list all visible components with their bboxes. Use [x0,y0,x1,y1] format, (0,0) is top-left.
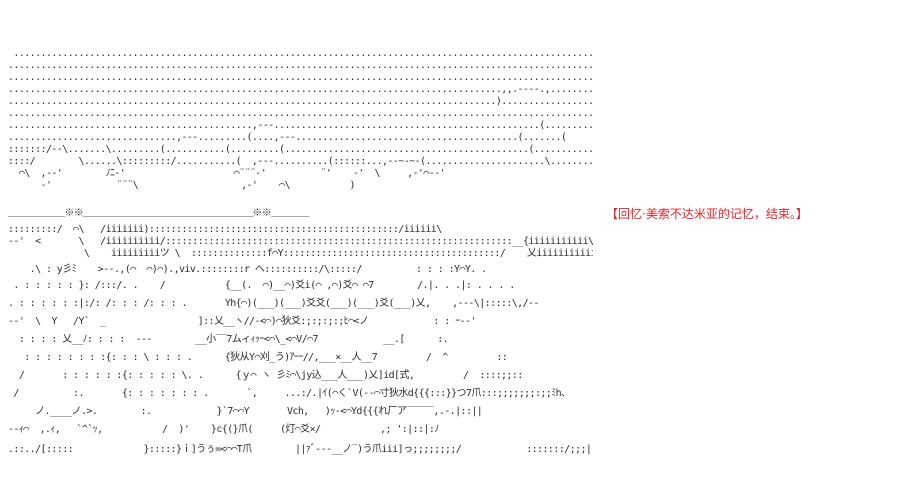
art-line: ........................................… [8,60,593,71]
art-line: . : : : : : }: /:::/. . / {__(. ⌒)__⌒)爻i… [8,280,515,291]
art-line: ノ.____ノ.>. :. }`7⌒⌒Y Vch, )ｯ‐<⌒Yd{{{れ厂ア‾… [8,406,483,417]
art-line: ........................................… [8,120,593,131]
art-line: \ iiiiiiiiiツ \ ::::::::::::::f⌒Y::::::::… [8,248,593,259]
art-line: / :. {: : : : : : : . `, ...:/.|ｲ(⌒く`V(‐… [8,388,571,399]
art-line: ‐‐' \ Y /Y` _ ]::乂__ヽ//‐<⌒)⌒狄爻:;:;:;:;ﾋ⌒… [8,316,476,327]
art-line: ........................................… [13,48,593,59]
art-line: : : : : 乂__ﾉ: : : : ‐‐‐ __小‾‾7ムィｨｯｰ<⌒\_<… [8,334,449,345]
art-line: ........................................… [8,72,593,83]
art-line: / : : : : : :{: : : : : \. . {ｙ⌒ ヽ 彡ﾐ⌒\j… [8,370,523,381]
art-line: ........................................… [8,108,593,119]
art-line: ...............................,-‐-.....… [8,132,567,143]
art-line: ‐‐' < \ /iiiiiiiiii/::::::::::::::::::::… [8,236,593,247]
art-line: ‐‐ｨ⌒ ,.ｨ, `^`ｯ, / )' }c{(}爪( (灯⌒爻×/ ,; '… [8,424,439,435]
art-line: . : : : : : :|:/: /: : : /: : : . Yh{⌒)(… [8,298,539,309]
art-line: :::::::/‐‐\.......\.........(...........… [8,144,593,155]
art-divider-line: ＿＿＿＿＿＿※※＿＿＿＿＿＿＿＿＿＿＿＿＿＿＿＿＿＿※※＿＿＿＿ [8,208,309,219]
art-line: .\ : y彡ﾐ >‐‐.,(⌒ ⌒)⌒).,viv.::::::::r へ::… [8,264,487,275]
art-line: ⌒\ ,‐‐' ﾉﾆ‐' ⌒¨¨¨‐' ¨' ‐' \ ,‐'⌒‐‐' [8,168,446,179]
art-line: : : : : : : : :{: : : \ : : : . {狄从Y⌒刈_う… [8,352,508,363]
art-line: ........................................… [8,84,593,95]
ascii-art-scene: ........................................… [8,48,593,488]
art-line: ‐' ¨¨¨\ ,‐' ⌒\ ) [8,180,356,191]
art-line: :::::::::/ ⌒\ /iiiiiii):::::::::::::::::… [8,224,442,235]
art-line: ........................................… [8,96,593,107]
art-line: .::../[::::: }:::::}ｉ]うぅ=<⌒⌒T爪 ||ｧﾞ‐‐‐__… [8,444,593,455]
art-line: ::::/ \......\:::::::::/...........( ,-‐… [8,156,593,167]
caption-text: 【回忆·美索不达米亚的记忆，结束。】 [606,207,808,221]
